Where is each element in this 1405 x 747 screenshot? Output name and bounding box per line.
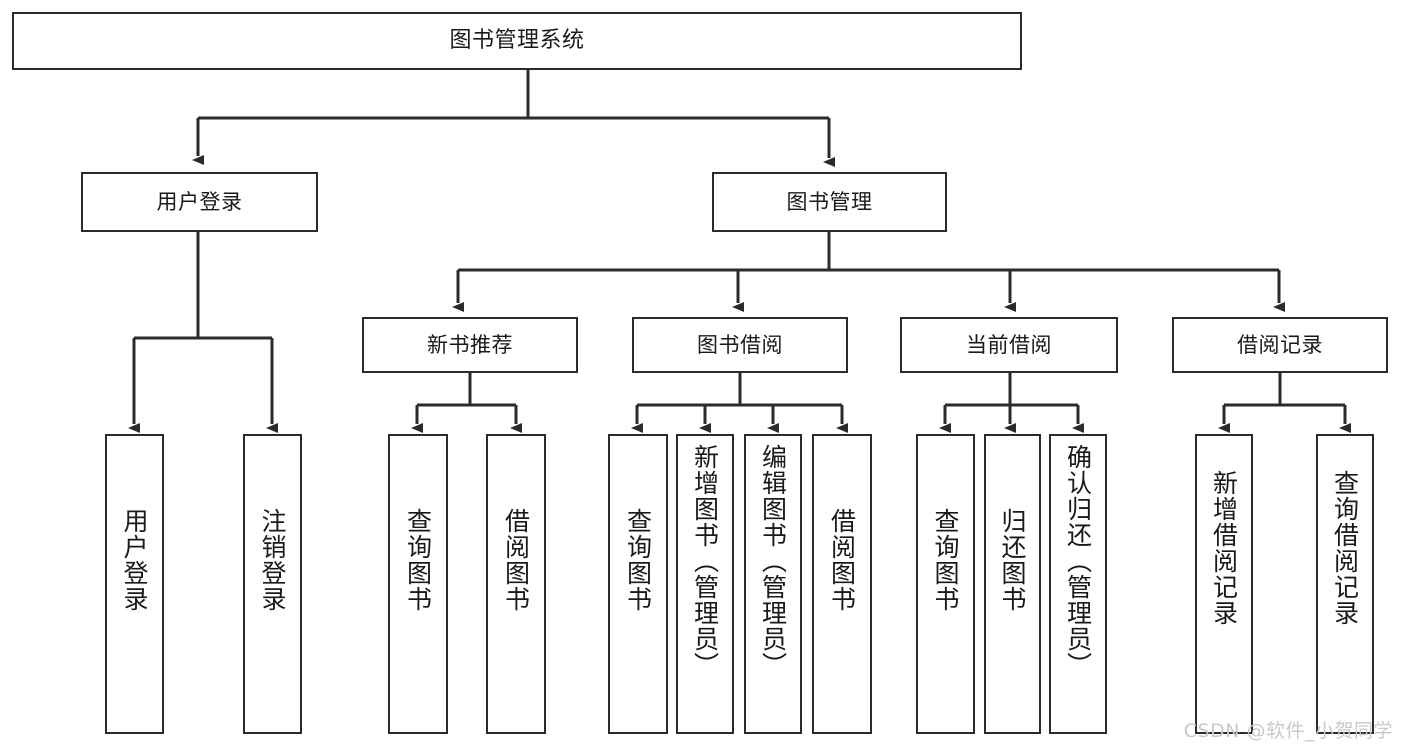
leaf-logout[interactable]: 注销登录: [243, 434, 302, 734]
node-borrow-record[interactable]: 借阅记录: [1172, 317, 1388, 373]
leaf-edit-book-admin[interactable]: 编辑图书（管理员）: [744, 434, 802, 734]
node-new-book-recommend[interactable]: 新书推荐: [362, 317, 578, 373]
node-label: 查询图书: [403, 508, 433, 612]
leaf-query-book-borrow[interactable]: 查询图书: [608, 434, 668, 734]
node-root-system[interactable]: 图书管理系统: [12, 12, 1022, 70]
node-user-login[interactable]: 用户登录: [81, 172, 318, 232]
node-label: 归还图书: [998, 508, 1027, 612]
node-book-borrow[interactable]: 图书借阅: [632, 317, 848, 373]
node-label: 编辑图书（管理员）: [758, 444, 788, 678]
node-label: 用户登录: [156, 189, 243, 214]
node-label: 确认归还（管理员）: [1063, 444, 1093, 678]
leaf-return-book[interactable]: 归还图书: [984, 434, 1041, 734]
leaf-borrow-book-borrow[interactable]: 借阅图书: [812, 434, 872, 734]
node-label: 借阅图书: [827, 508, 857, 612]
node-label: 用户登录: [120, 508, 149, 612]
node-label: 查询借阅记录: [1330, 470, 1360, 626]
leaf-query-borrow-record[interactable]: 查询借阅记录: [1316, 434, 1374, 734]
leaf-add-borrow-record[interactable]: 新增借阅记录: [1195, 434, 1253, 734]
node-label: 新书推荐: [427, 332, 513, 357]
leaf-user-login[interactable]: 用户登录: [105, 434, 164, 734]
node-book-management[interactable]: 图书管理: [712, 172, 947, 232]
node-label: 当前借阅: [966, 332, 1052, 357]
leaf-query-book-newbook[interactable]: 查询图书: [388, 434, 448, 734]
node-label: 借阅记录: [1237, 332, 1323, 357]
csdn-watermark: CSDN @软件_小贺同学: [1183, 720, 1393, 742]
node-current-borrow[interactable]: 当前借阅: [900, 317, 1118, 373]
leaf-confirm-return-admin[interactable]: 确认归还（管理员）: [1049, 434, 1107, 734]
node-label: 注销登录: [258, 508, 287, 612]
node-label: 新增图书（管理员）: [690, 444, 720, 678]
node-label: 图书管理系统: [449, 28, 585, 53]
node-label: 查询图书: [623, 508, 653, 612]
leaf-add-book-admin[interactable]: 新增图书（管理员）: [676, 434, 734, 734]
leaf-borrow-book-newbook[interactable]: 借阅图书: [486, 434, 546, 734]
node-label: 新增借阅记录: [1209, 470, 1239, 626]
node-label: 图书管理: [786, 189, 873, 214]
node-label: 查询图书: [931, 508, 960, 612]
node-label: 借阅图书: [501, 508, 531, 612]
leaf-query-book-current[interactable]: 查询图书: [916, 434, 975, 734]
node-label: 图书借阅: [697, 332, 783, 357]
